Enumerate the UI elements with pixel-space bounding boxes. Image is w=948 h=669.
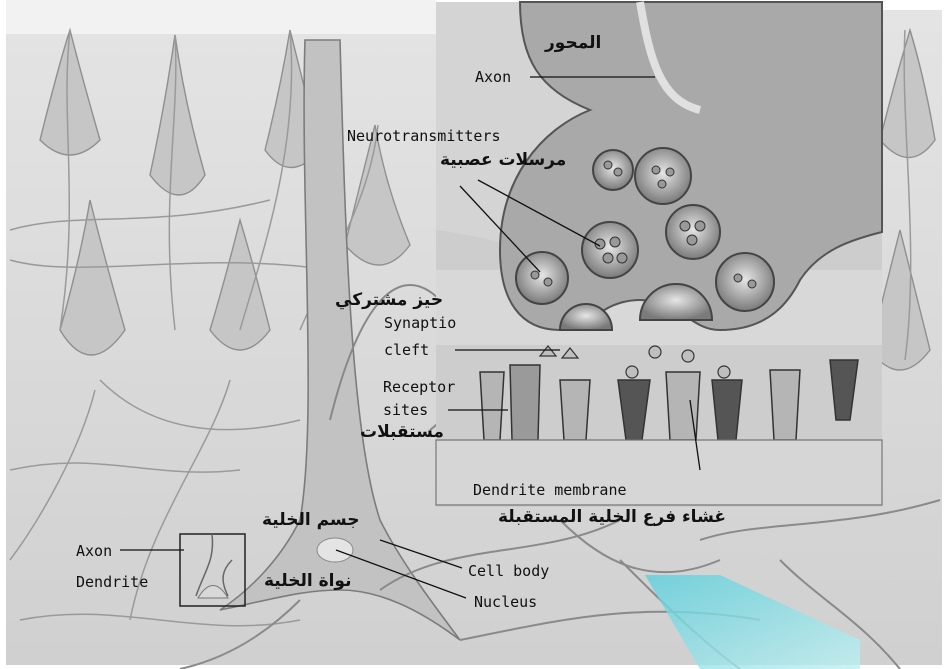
- label-axon-top: Axon: [475, 68, 511, 86]
- label-synaptic-cleft-line1: Synaptio: [384, 314, 456, 332]
- label-dendrite-membrane: Dendrite membrane: [473, 481, 627, 499]
- label-nucleus-ar: نواة الخلية: [264, 571, 351, 591]
- label-axon-bottom: Axon: [76, 542, 112, 560]
- label-neurotransmitters: Neurotransmitters: [347, 127, 501, 145]
- label-dendrite-membrane-ar: غشاء فرع الخلية المستقبلة: [498, 507, 726, 527]
- label-cell-body: Cell body: [468, 562, 549, 580]
- label-receptor-sites-line2: sites: [383, 401, 428, 419]
- label-neurotransmitters-ar: مرسلات عصبية: [440, 150, 566, 170]
- label-receptor-sites-line1: Receptor: [383, 378, 455, 396]
- nucleus-shape: [317, 538, 353, 562]
- label-receptor-sites-ar: مستقبلات: [360, 422, 444, 442]
- label-axon-top-ar: المحور: [544, 33, 601, 53]
- label-synaptic-cleft-line2: cleft: [384, 341, 429, 359]
- label-nucleus: Nucleus: [474, 593, 537, 611]
- label-dendrite: Dendrite: [76, 573, 148, 591]
- label-synaptic-cleft-ar: حيز مشتركي: [335, 290, 443, 310]
- label-cell-body-ar: جسم الخلية: [262, 510, 359, 530]
- top-faded-strip: [6, 0, 436, 34]
